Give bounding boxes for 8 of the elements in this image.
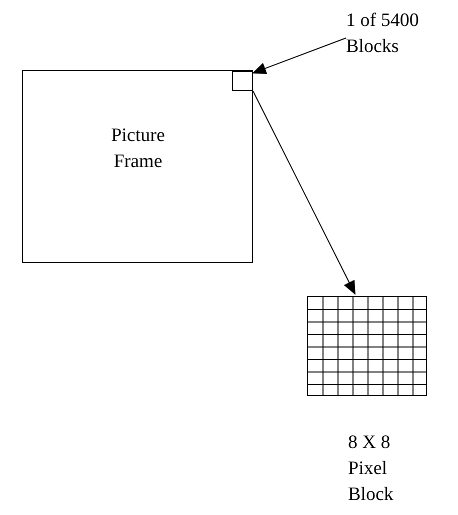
arrow bbox=[252, 90, 356, 295]
arrow bbox=[252, 38, 346, 74]
grid-caption: 8 X 8 Pixel Block bbox=[348, 431, 394, 507]
frame-label: Picture Frame bbox=[110, 124, 166, 174]
block-square bbox=[232, 71, 253, 91]
pixel-grid bbox=[307, 296, 427, 396]
frame-box bbox=[22, 70, 253, 263]
block-count-label: 1 of 5400 Blocks bbox=[346, 8, 436, 60]
